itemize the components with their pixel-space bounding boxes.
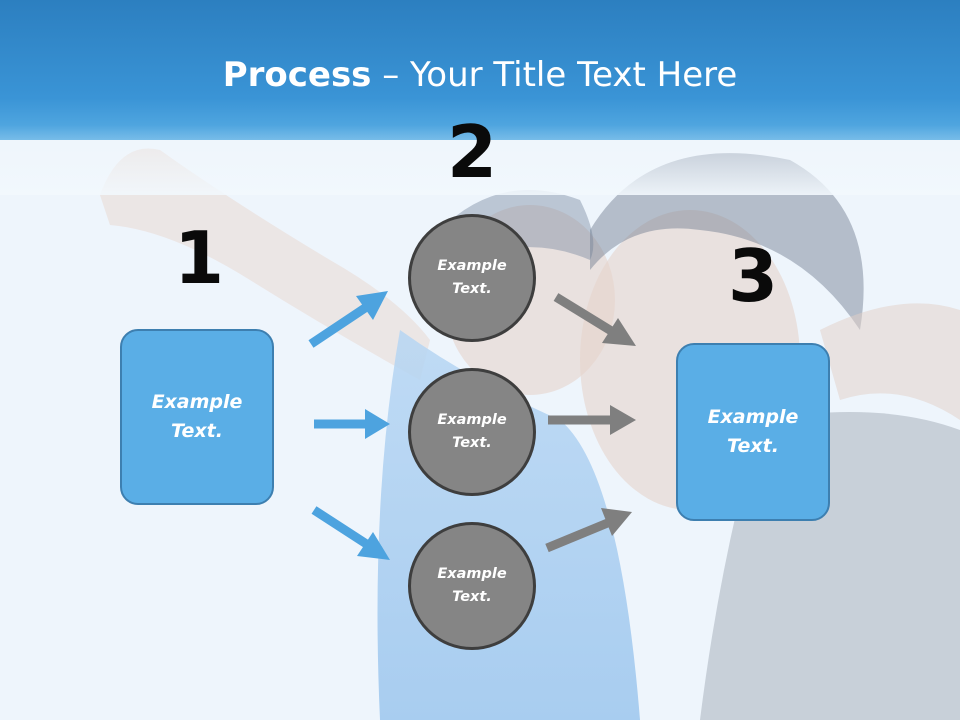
step-2-circle-bottom: Example Text. bbox=[408, 522, 536, 650]
step-2-circle-top-text: Example Text. bbox=[437, 258, 507, 297]
title-bar bbox=[0, 0, 960, 140]
arrow-blue-up bbox=[308, 291, 388, 348]
arrow-gray-right bbox=[548, 405, 636, 435]
step-number-2: 2 bbox=[446, 110, 498, 194]
arrow-blue-right bbox=[314, 409, 390, 439]
step-3-text: Example Text. bbox=[707, 406, 799, 457]
step-1-text: Example Text. bbox=[151, 391, 243, 442]
title-rest: – Your Title Text Here bbox=[371, 55, 738, 95]
step-1-box: Example Text. bbox=[120, 329, 274, 505]
slide-title: Process – Your Title Text Here bbox=[0, 52, 960, 98]
arrow-gray-down bbox=[553, 293, 636, 346]
arrow-gray-up bbox=[545, 508, 632, 553]
title-strong: Process bbox=[222, 55, 372, 95]
arrow-blue-down bbox=[311, 506, 390, 560]
step-number-1: 1 bbox=[173, 216, 225, 300]
step-2-circle-bottom-text: Example Text. bbox=[437, 566, 507, 605]
step-number-3: 3 bbox=[727, 234, 779, 318]
step-2-circle-middle-text: Example Text. bbox=[437, 412, 507, 451]
step-2-circle-middle: Example Text. bbox=[408, 368, 536, 496]
step-2-circle-top: Example Text. bbox=[408, 214, 536, 342]
title-bar-fade bbox=[0, 125, 960, 195]
step-3-box: Example Text. bbox=[676, 343, 830, 521]
